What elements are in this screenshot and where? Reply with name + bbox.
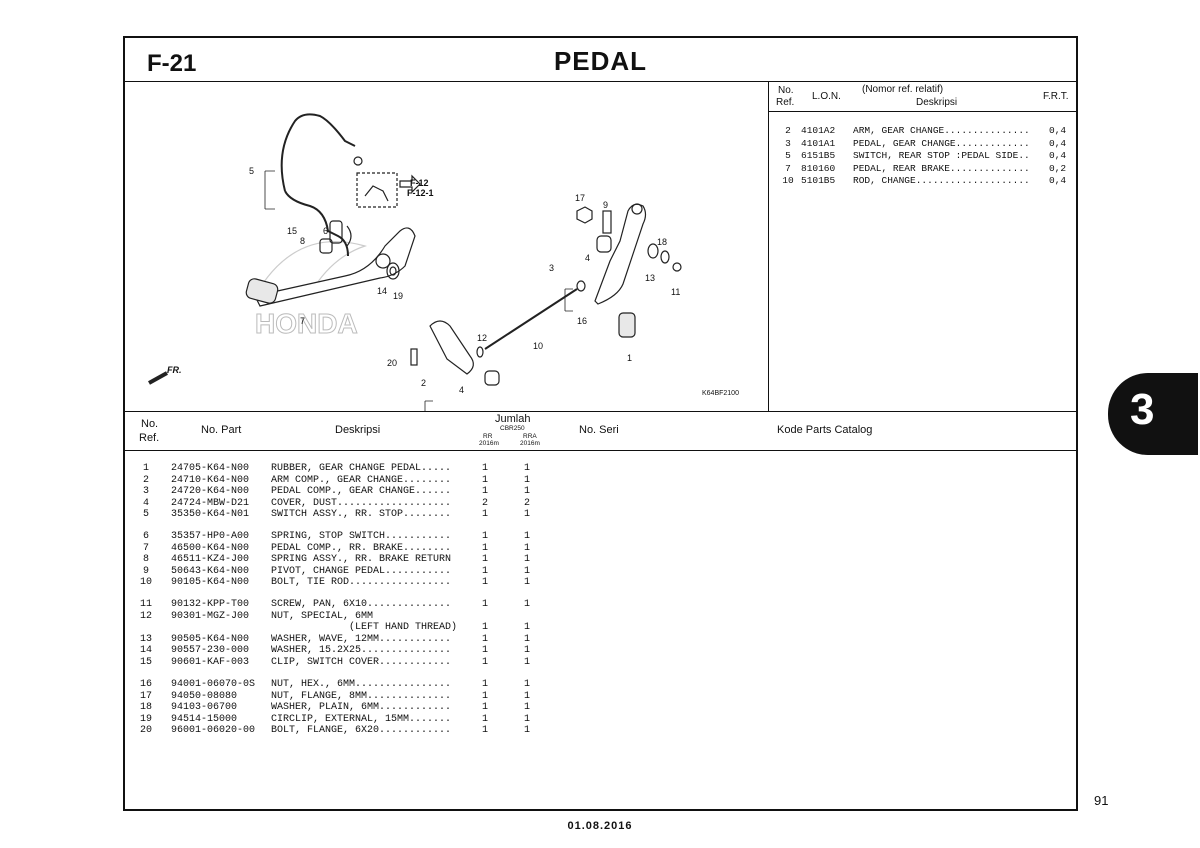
- header-year-rra: 2016m: [520, 440, 540, 447]
- page-number: 91: [1094, 793, 1109, 808]
- callout-8: 8: [300, 236, 305, 246]
- ref-f12: F-12: [410, 178, 429, 188]
- callout-15: 15: [287, 226, 297, 236]
- header-rra: RRA: [523, 433, 537, 440]
- header-seri: No. Seri: [579, 424, 619, 436]
- callout-10: 10: [533, 341, 543, 351]
- parts-table-header: No. Ref. No. Part Deskripsi Jumlah CBR25…: [125, 411, 1076, 451]
- lon-header-deskripsi: Deskripsi: [916, 97, 958, 108]
- callout-3: 3: [549, 263, 554, 273]
- lon-header-ref: Ref.: [776, 97, 795, 108]
- callout-18: 18: [657, 237, 667, 247]
- header-year-rr: 2016m: [479, 440, 499, 447]
- page-header: F-21 PEDAL: [125, 38, 1076, 82]
- callout-12: 12: [477, 333, 487, 343]
- callout-1: 1: [627, 353, 632, 363]
- callout-4-lower: 4: [459, 385, 464, 395]
- callout-6: 6: [323, 226, 328, 236]
- diagram-code: K64BF2100: [702, 390, 739, 397]
- callout-16: 16: [577, 316, 587, 326]
- section-tab-label: 3: [1130, 385, 1155, 434]
- lon-header-no: No.: [778, 85, 794, 96]
- section-tab: 3: [1108, 373, 1198, 455]
- header-desc: Deskripsi: [335, 424, 381, 436]
- exploded-diagram: HONDA: [125, 81, 769, 411]
- header-ref: Ref.: [139, 432, 160, 444]
- header-no: No.: [141, 418, 159, 430]
- print-date: 01.08.2016: [567, 820, 633, 832]
- honda-watermark: HONDA: [255, 308, 358, 339]
- callout-11: 11: [671, 287, 680, 297]
- lon-header-frt: F.R.T.: [1043, 91, 1069, 102]
- header-model: CBR250: [500, 425, 525, 432]
- lon-header-nomor: (Nomor ref. relatif): [862, 84, 944, 95]
- pedal-exploded-view: HONDA: [148, 113, 682, 411]
- ref-f12-1: F-12-1: [407, 188, 434, 198]
- header-catalog: Kode Parts Catalog: [777, 424, 873, 436]
- callout-4-upper: 4: [585, 253, 590, 263]
- callout-9: 9: [603, 200, 608, 210]
- header-rr: RR: [483, 433, 493, 440]
- callout-5: 5: [249, 166, 254, 176]
- callout-19: 19: [393, 291, 403, 301]
- header-jumlah: Jumlah: [495, 413, 531, 425]
- callout-13: 13: [645, 273, 655, 283]
- header-part: No. Part: [201, 424, 242, 436]
- page-title: PEDAL: [553, 46, 648, 76]
- figure-code: F-21: [147, 50, 197, 77]
- lon-header-lon: L.O.N.: [812, 91, 841, 102]
- callout-17: 17: [575, 193, 585, 203]
- callout-2: 2: [421, 378, 426, 388]
- callout-7: 7: [300, 316, 305, 326]
- lon-table-header: No. Ref. L.O.N. (Nomor ref. relatif) Des…: [768, 81, 1078, 112]
- callout-20: 20: [387, 358, 397, 368]
- fr-direction: FR.: [167, 365, 182, 375]
- catalog-page-frame: F-21 PEDAL HONDA: [123, 36, 1078, 811]
- callout-14: 14: [377, 286, 387, 296]
